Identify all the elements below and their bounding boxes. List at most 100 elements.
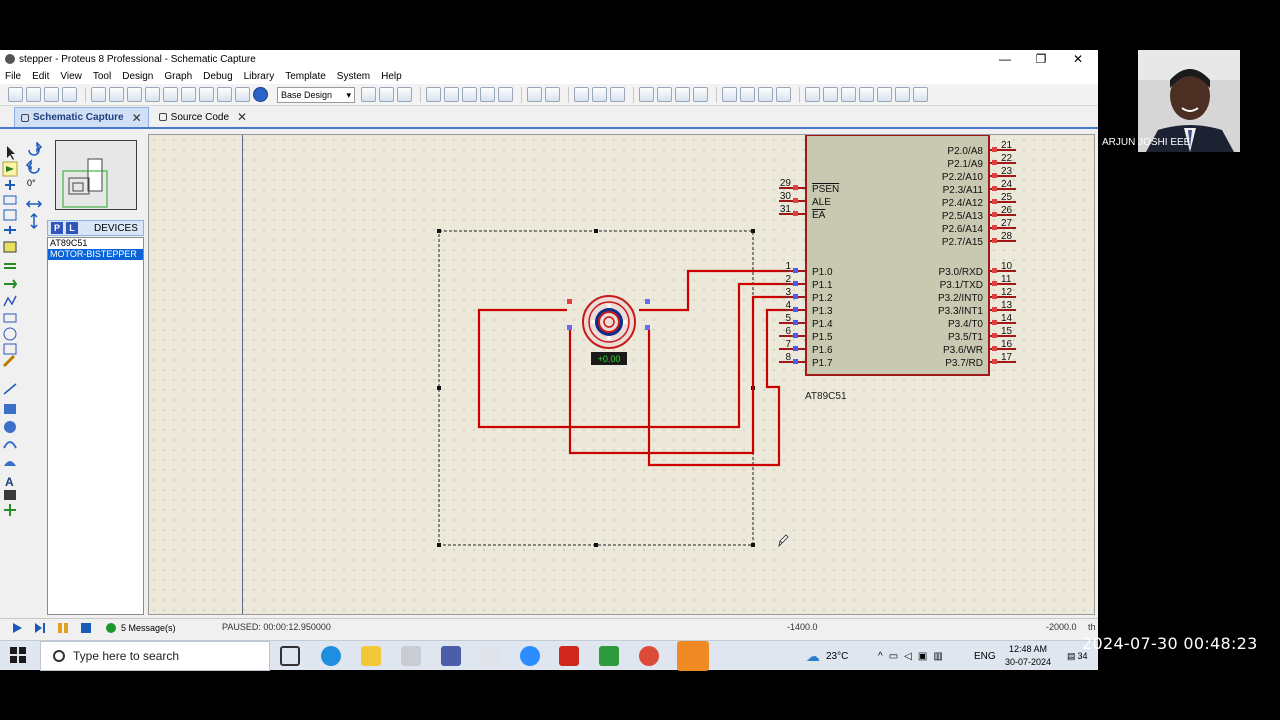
edge-icon[interactable] (321, 646, 341, 666)
active-app-icon[interactable] (677, 641, 709, 671)
menu-library[interactable]: Library (243, 70, 275, 82)
proteus-taskbar-icon[interactable] (481, 646, 501, 666)
menu-system[interactable]: System (336, 70, 371, 82)
messages-indicator[interactable]: 5 Message(s) (106, 622, 176, 633)
packaging-tool-icon[interactable] (758, 87, 773, 102)
zoom-area-icon[interactable] (498, 87, 513, 102)
block-move-icon[interactable] (657, 87, 672, 102)
design-variant-select[interactable]: Base Design (277, 86, 355, 103)
pick-device-icon[interactable] (722, 87, 737, 102)
tab-source-code[interactable]: Source Code ✕ (153, 107, 253, 127)
windows-start-icon[interactable] (10, 647, 26, 663)
schematic-icon[interactable] (109, 87, 124, 102)
acrobat-icon[interactable] (559, 646, 579, 666)
design-explorer-icon[interactable] (181, 87, 196, 102)
help-icon[interactable] (253, 87, 268, 102)
pcb-layout-icon[interactable] (127, 87, 142, 102)
library-manager-button[interactable]: L (66, 222, 78, 234)
open-file-icon[interactable] (26, 87, 41, 102)
taskbar-search[interactable]: Type here to search (40, 641, 270, 671)
property-assignment-icon[interactable] (841, 87, 856, 102)
speaker-icon[interactable]: ◁ (904, 650, 918, 662)
pause-button[interactable] (57, 622, 69, 634)
rotation-angle: 0° (27, 178, 36, 188)
display-icon[interactable]: ▣ (917, 650, 934, 662)
chrome-icon[interactable] (639, 646, 659, 666)
block-copy-icon[interactable] (639, 87, 654, 102)
menu-help[interactable]: Help (381, 70, 402, 82)
make-device-icon[interactable] (740, 87, 755, 102)
zoom-all-icon[interactable] (480, 87, 495, 102)
menu-view[interactable]: View (60, 70, 82, 82)
zoom-in-icon[interactable] (444, 87, 459, 102)
menu-template[interactable]: Template (285, 70, 326, 82)
excel-icon[interactable] (599, 646, 619, 666)
play-button[interactable] (11, 622, 23, 634)
system-tray-icons[interactable]: ^ ▭ ◁ ▣ ▥ (878, 641, 949, 671)
zoom-icon[interactable] (520, 646, 540, 666)
paste-icon[interactable] (610, 87, 625, 102)
remove-sheet-icon[interactable] (877, 87, 892, 102)
menu-tool[interactable]: Tool (92, 70, 112, 82)
menu-file[interactable]: File (5, 70, 22, 82)
snipping-tool-icon[interactable] (401, 646, 421, 666)
cut-icon[interactable] (574, 87, 589, 102)
block-rotate-icon[interactable] (675, 87, 690, 102)
home-icon[interactable] (91, 87, 106, 102)
block-delete-icon[interactable] (693, 87, 708, 102)
tab-schematic-capture[interactable]: Schematic Capture ✕ (14, 107, 149, 127)
grid-toggle-icon[interactable] (379, 87, 394, 102)
network-icon[interactable]: ▥ (933, 650, 949, 662)
copy-icon[interactable] (592, 87, 607, 102)
pan-icon[interactable] (426, 87, 441, 102)
redo-icon[interactable] (545, 87, 560, 102)
stop-button[interactable] (80, 622, 92, 634)
toolbar-separator (420, 86, 421, 103)
notification-center[interactable]: ▤ 34 (1067, 641, 1088, 671)
task-view-icon[interactable] (280, 646, 300, 666)
bom-icon[interactable] (199, 87, 214, 102)
list-item[interactable]: AT89C51 (50, 238, 88, 248)
calculator-icon[interactable] (441, 646, 461, 666)
close-button[interactable]: ✕ (1072, 52, 1084, 66)
presenter-name: ARJUN JOSHI EEE (1102, 137, 1191, 148)
zoom-out-icon[interactable] (462, 87, 477, 102)
close-icon[interactable]: ✕ (131, 110, 142, 125)
restore-button[interactable]: ❐ (1035, 52, 1047, 66)
gerber-icon[interactable] (163, 87, 178, 102)
chevron-up-icon[interactable]: ^ (878, 650, 889, 662)
pick-devices-button[interactable]: P (51, 222, 63, 234)
3d-viewer-icon[interactable] (145, 87, 160, 102)
menu-debug[interactable]: Debug (203, 70, 233, 82)
step-button[interactable] (34, 622, 46, 634)
close-icon[interactable]: ✕ (237, 110, 248, 124)
file-explorer-icon[interactable] (361, 646, 381, 666)
list-item[interactable]: MOTOR-BISTEPPER (48, 249, 143, 260)
menu-graph[interactable]: Graph (164, 70, 193, 82)
import-icon[interactable] (62, 87, 77, 102)
wire-p12 (568, 295, 788, 455)
refresh-icon[interactable] (361, 87, 376, 102)
arc-2d-icon (3, 441, 17, 449)
origin-icon[interactable] (397, 87, 412, 102)
netlist-icon[interactable] (913, 87, 928, 102)
decompose-icon[interactable] (776, 87, 791, 102)
undo-icon[interactable] (527, 87, 542, 102)
exit-to-parent-icon[interactable] (895, 87, 910, 102)
source-icon[interactable] (235, 87, 250, 102)
notes-icon[interactable] (217, 87, 232, 102)
search-tag-icon[interactable] (823, 87, 838, 102)
wire-autorouter-icon[interactable] (805, 87, 820, 102)
menu-edit[interactable]: Edit (32, 70, 50, 82)
battery-icon[interactable]: ▭ (888, 650, 905, 662)
menu-design[interactable]: Design (122, 70, 154, 82)
overview-window[interactable] (55, 140, 137, 210)
new-sheet-icon[interactable] (859, 87, 874, 102)
new-file-icon[interactable] (8, 87, 23, 102)
clock[interactable]: 12:48 AM 30-07-2024 (1005, 641, 1051, 671)
language-indicator[interactable]: ENG (974, 650, 996, 662)
minimize-button[interactable]: — (999, 52, 1011, 66)
weather-widget[interactable]: ☁ 23°C (806, 641, 848, 671)
save-icon[interactable] (44, 87, 59, 102)
